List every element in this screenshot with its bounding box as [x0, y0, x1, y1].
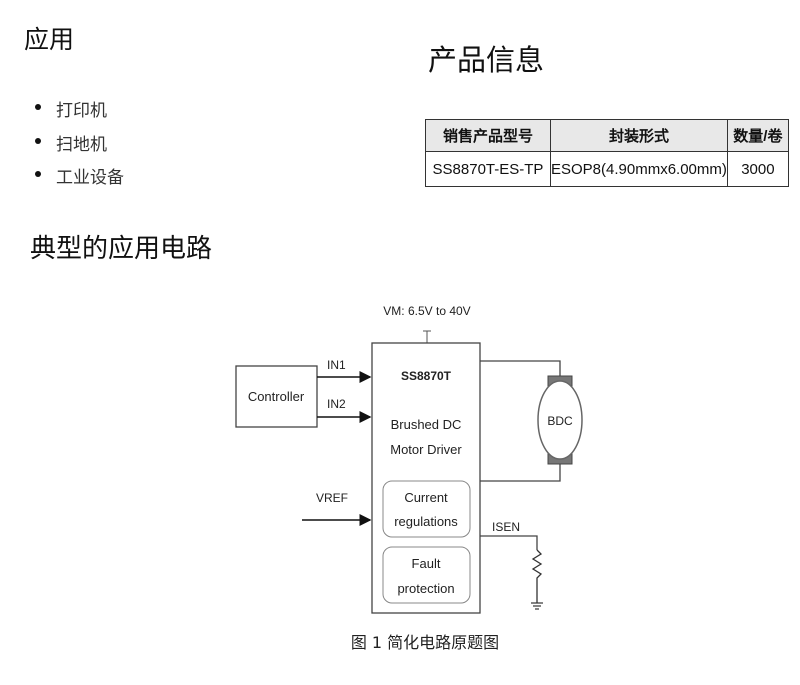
circuit-heading: 典型的应用电路: [30, 234, 213, 264]
motor-icon: [537, 380, 583, 460]
product-info-heading: 产品信息: [428, 43, 545, 77]
list-item: 打印机: [56, 101, 107, 121]
fault-label-2: protection: [397, 581, 454, 596]
figure-caption: 图 1 简化电路原题图: [351, 633, 499, 652]
vm-label: VM: 6.5V to 40V: [383, 304, 470, 318]
isen-wire: [480, 535, 538, 550]
table-cell: SS8870T-ES-TP: [425, 151, 551, 187]
controller-label: Controller: [248, 389, 305, 404]
header-cell: 数量/卷: [726, 119, 789, 152]
list-item: 工业设备: [56, 168, 124, 188]
bullet-icon: [35, 104, 41, 110]
header-cell: 封装形式: [550, 119, 728, 152]
table-cell: 3000: [726, 151, 789, 187]
resistor-icon: [531, 549, 543, 603]
motor-wire-bottom: [480, 462, 561, 482]
table-row: SS8870T-ES-TP ESOP8(4.90mmx6.00mm) 3000: [425, 151, 789, 187]
fault-label-1: Fault: [412, 556, 441, 571]
header-cell: 销售产品型号: [425, 119, 551, 152]
table-cell: ESOP8(4.90mmx6.00mm): [550, 151, 728, 187]
chip-desc-line2: Motor Driver: [390, 442, 462, 457]
vref-label: VREF: [316, 491, 348, 505]
isen-label: ISEN: [492, 520, 520, 534]
current-label-2: regulations: [394, 514, 458, 529]
applications-heading: 应用: [24, 25, 75, 54]
controller-box: [235, 365, 318, 428]
ground-icon: [531, 602, 543, 610]
bullet-icon: [35, 138, 41, 144]
chip-desc-line1: Brushed DC: [391, 417, 462, 432]
product-table: 销售产品型号 封装形式 数量/卷 SS8870T-ES-TP ESOP8(4.9…: [425, 119, 789, 187]
chip-name: SS8870T: [401, 369, 452, 383]
in2-label: IN2: [327, 397, 346, 411]
fault-protection-block: [382, 546, 471, 604]
current-regulation-block: [382, 480, 471, 538]
list-item: 扫地机: [56, 135, 107, 155]
current-label-1: Current: [404, 490, 448, 505]
table-header-row: 销售产品型号 封装形式 数量/卷: [425, 119, 789, 152]
bullet-icon: [35, 171, 41, 177]
motor-label: BDC: [547, 414, 573, 428]
in1-label: IN1: [327, 358, 346, 372]
motor-wire-top: [480, 360, 561, 378]
